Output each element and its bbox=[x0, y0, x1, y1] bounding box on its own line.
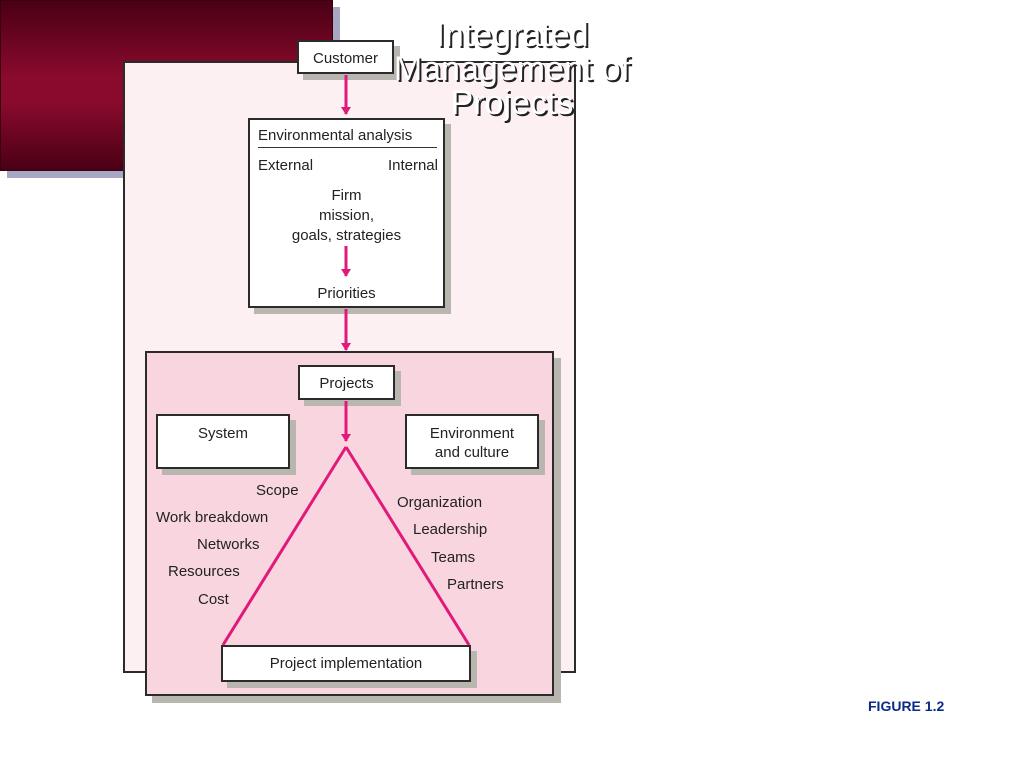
system-label: System bbox=[197, 425, 248, 442]
left-item-networks: Networks bbox=[197, 536, 260, 553]
right-item-leadership: Leadership bbox=[413, 521, 488, 538]
slide-title-line-1: Integrated bbox=[435, 16, 589, 54]
environmental-analysis-heading: Environmental analysis bbox=[258, 127, 413, 144]
slide-title-line-2: Management of bbox=[393, 50, 631, 88]
environment-line-1: Environment bbox=[429, 425, 515, 442]
right-item-partners: Partners bbox=[447, 576, 504, 593]
triangle-right-side bbox=[344, 446, 471, 646]
environment-culture-box: Environment and culture bbox=[405, 414, 539, 469]
firm-line-1: Firm bbox=[331, 187, 362, 204]
priorities-label: Priorities bbox=[317, 285, 376, 302]
slide-title-line-3: Projects bbox=[450, 84, 574, 122]
left-item-cost: Cost bbox=[198, 591, 229, 608]
external-label: External bbox=[258, 157, 314, 174]
project-implementation-label: Project implementation bbox=[269, 655, 423, 672]
environment-line-2: and culture bbox=[434, 444, 510, 461]
projects-panel bbox=[145, 351, 554, 696]
system-box: System bbox=[156, 414, 290, 469]
right-item-organization: Organization bbox=[397, 494, 483, 511]
triangle-left-side bbox=[221, 446, 348, 646]
left-item-scope: Scope bbox=[256, 482, 299, 499]
project-implementation-box: Project implementation bbox=[221, 645, 471, 682]
projects-label: Projects bbox=[319, 375, 374, 392]
right-item-teams: Teams bbox=[431, 549, 476, 566]
left-item-work-breakdown: Work breakdown bbox=[156, 509, 269, 526]
figure-label: FIGURE 1.2 bbox=[868, 698, 945, 714]
left-item-resources: Resources bbox=[168, 563, 240, 580]
firm-line-2: mission, bbox=[318, 207, 374, 224]
firm-line-3: goals, strategies bbox=[291, 227, 402, 244]
customer-box: Customer bbox=[297, 40, 394, 74]
projects-box: Projects bbox=[298, 365, 395, 400]
heading-divider bbox=[258, 147, 437, 148]
customer-label: Customer bbox=[312, 50, 379, 67]
internal-label: Internal bbox=[387, 157, 438, 174]
slide-title: Integrated Management of Projects bbox=[0, 18, 1024, 120]
